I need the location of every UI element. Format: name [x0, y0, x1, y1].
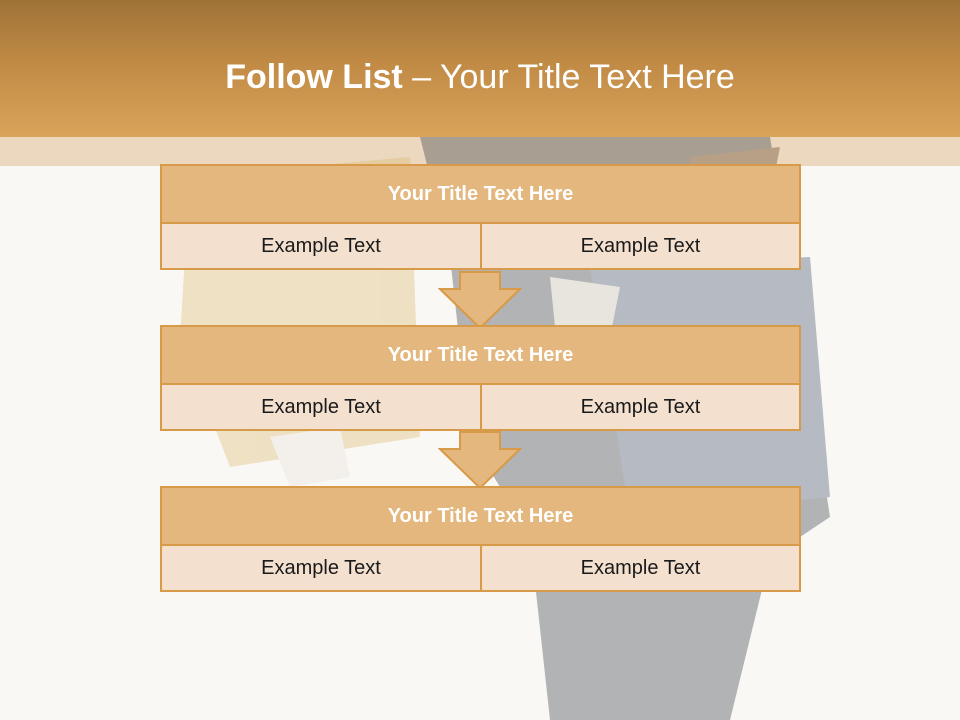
list-block-2: Your Title Text Here Example Text Exampl…	[160, 325, 801, 431]
block-cell-right: Example Text	[580, 235, 701, 257]
block-cell-right: Example Text	[580, 557, 701, 579]
block-cell-right: Example Text	[580, 396, 701, 418]
arrow-down-icon	[438, 431, 522, 490]
slide-title: Follow List – Your Title Text Here	[0, 52, 960, 102]
list-block-1: Your Title Text Here Example Text Exampl…	[160, 164, 801, 270]
title-header	[0, 0, 960, 137]
block-title: Your Title Text Here	[162, 488, 799, 546]
block-cell-left: Example Text	[162, 546, 482, 590]
list-block-3: Your Title Text Here Example Text Exampl…	[160, 486, 801, 592]
slide-title-rest: – Your Title Text Here	[402, 58, 735, 96]
arrow-down-icon	[438, 271, 522, 330]
block-cell-left: Example Text	[162, 224, 482, 268]
block-cell-left: Example Text	[162, 385, 482, 429]
slide-title-bold: Follow List	[225, 58, 403, 96]
block-title: Your Title Text Here	[162, 166, 799, 224]
header-band	[0, 137, 960, 166]
block-title: Your Title Text Here	[162, 327, 799, 385]
